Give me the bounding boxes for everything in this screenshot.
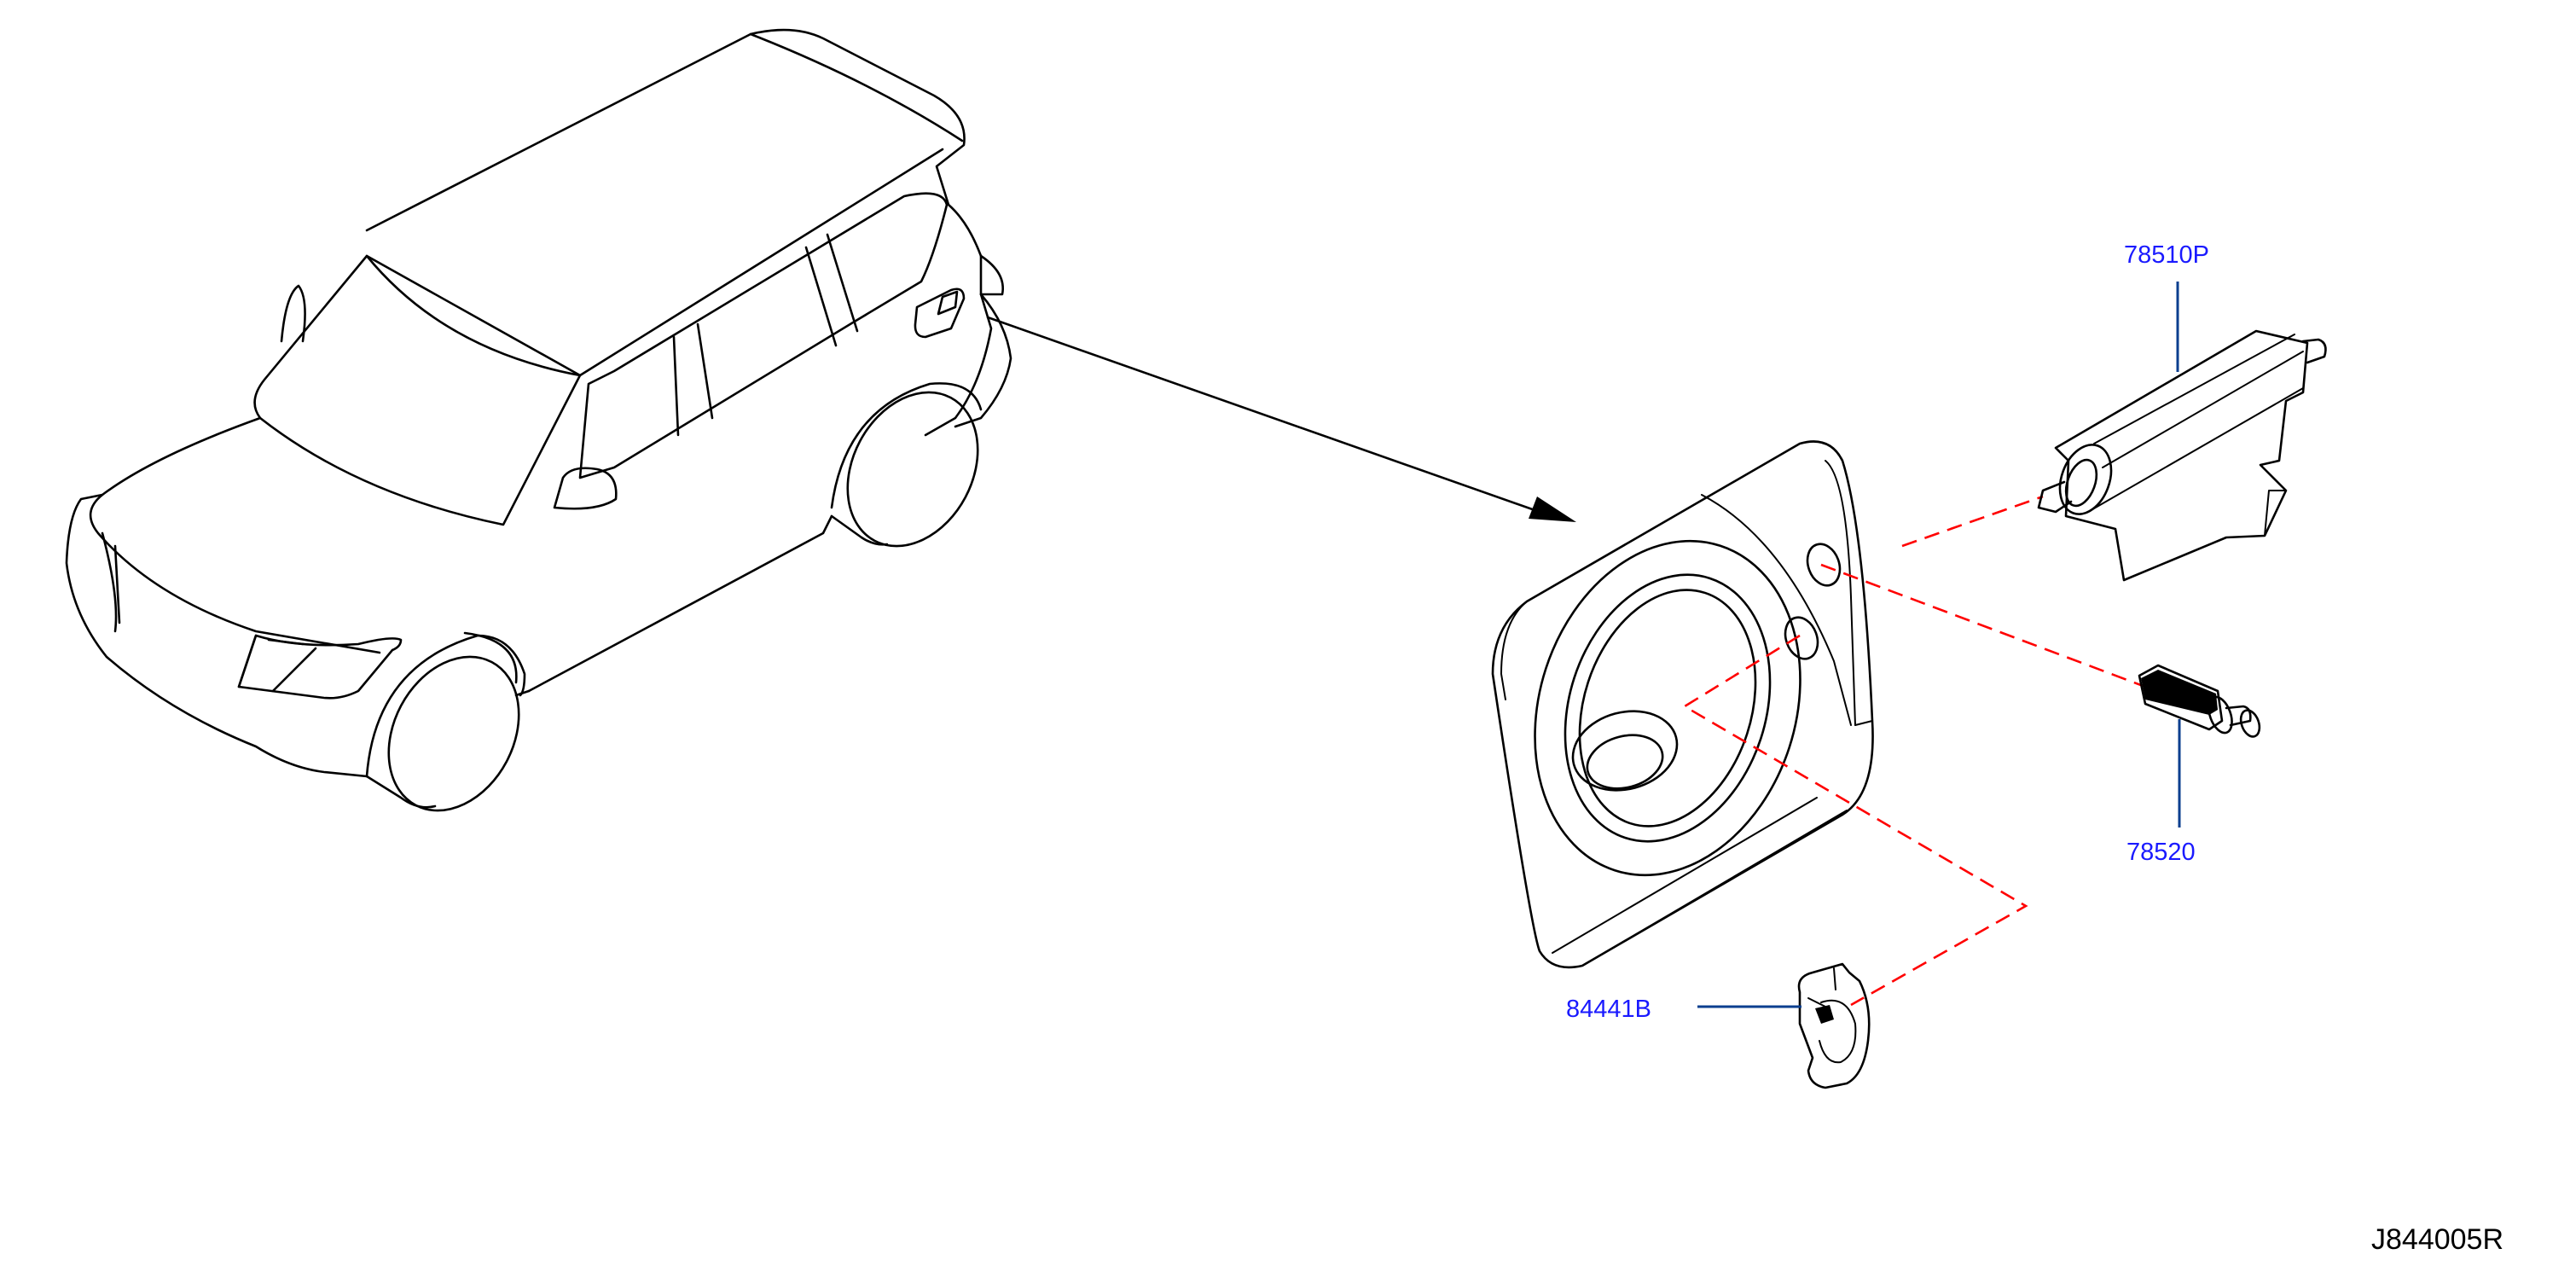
actuator-part [2037,329,2327,582]
opener-pin-part [2138,664,2261,738]
callout-arrow [986,316,1576,522]
actuator-part-label: 78510P [2124,241,2209,269]
assembly-guide-lines [1682,495,2146,1007]
diagram-code: J844005R [2371,1223,2503,1256]
grommet-part [1797,962,1871,1089]
grommet-part-label: 84441B [1566,996,1651,1023]
opener-pin-part-label: 78520 [2126,839,2196,866]
fuel-filler-pocket [1491,440,1874,969]
vehicle-illustration [65,28,1012,812]
